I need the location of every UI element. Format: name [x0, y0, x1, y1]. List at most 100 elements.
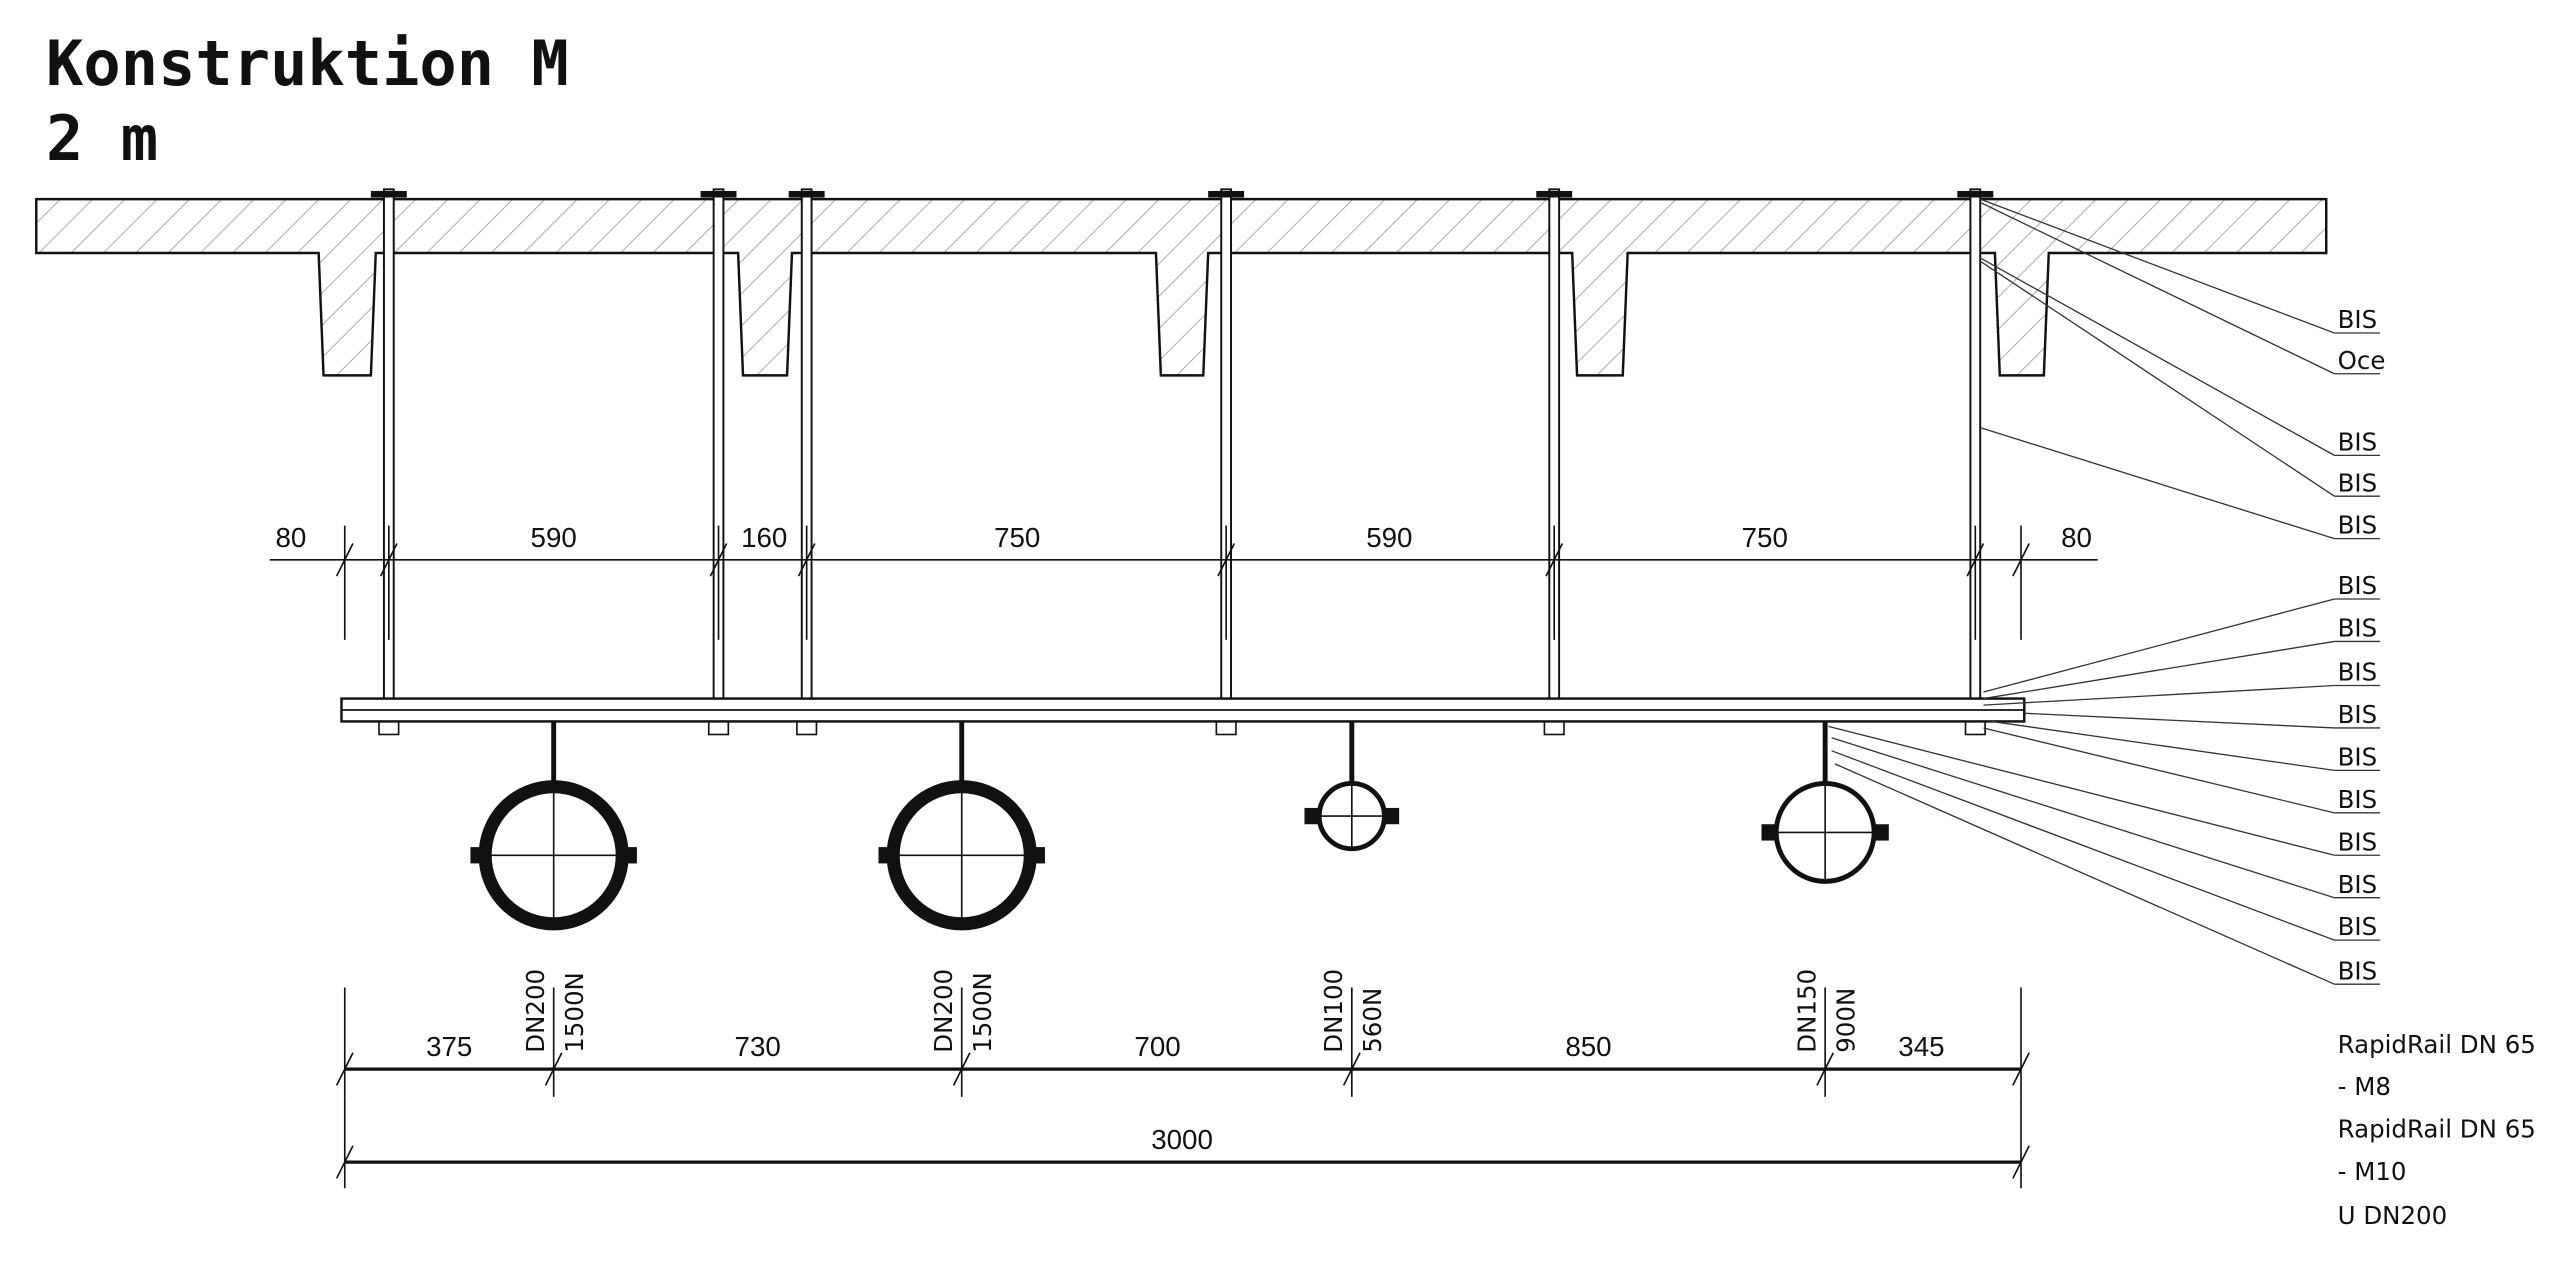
callout-label: Oce: [2338, 346, 2386, 375]
dim-bottom: 700: [1134, 1031, 1180, 1062]
legend-line: - M10: [2338, 1157, 2407, 1186]
dim-tick: [379, 543, 398, 577]
callout-label: BIS: [2338, 785, 2378, 814]
dim-top: 750: [1742, 522, 1788, 553]
dim-bottom: 345: [1898, 1031, 1944, 1062]
dim-tick: [1342, 1052, 1361, 1086]
dim-top: 80: [2061, 522, 2092, 553]
legend-line: - M8: [2338, 1072, 2391, 1101]
dim-top: 590: [1366, 522, 1412, 553]
dim-total: 3000: [1151, 1124, 1213, 1155]
anchor-plate: [1536, 190, 1573, 198]
ceiling-slab: [35, 197, 2328, 377]
dim-tick: [544, 1052, 563, 1086]
callout-label: BIS: [2338, 700, 2378, 729]
legend-line: RapidRail DN 65: [2338, 1030, 2536, 1059]
dim-tick: [2012, 543, 2030, 577]
leader-line: [1980, 427, 2335, 540]
callout-label: BIS: [2338, 658, 2378, 687]
anchor-plate: [700, 190, 737, 198]
leader-line: [1983, 598, 2335, 693]
dim-tick: [797, 543, 816, 577]
dim-tick: [335, 543, 354, 577]
clamp-bolt: [1874, 824, 1889, 841]
dim-tick: [1217, 543, 1236, 577]
callout-label: BIS: [2338, 827, 2378, 856]
dim-bottom: 850: [1565, 1031, 1611, 1062]
pipe-load-label: 1500N: [560, 972, 589, 1053]
callout-label: BIS: [2338, 468, 2378, 497]
dim-top: 590: [531, 522, 577, 553]
nut: [1964, 720, 1986, 736]
nut: [796, 720, 818, 736]
clamp-bolt: [1384, 807, 1400, 825]
dim-tick: [1816, 1052, 1835, 1086]
leader-line: [1979, 260, 2335, 497]
callout-label: BIS: [2338, 742, 2378, 771]
callout-label: BIS: [2338, 614, 2378, 643]
clamp-bolt: [470, 847, 486, 864]
clamp-bolt: [1030, 847, 1045, 864]
dim-top: 80: [275, 522, 306, 553]
leader-line: [1831, 750, 2335, 941]
dim-tick: [1966, 543, 1985, 577]
leader-line: [1979, 257, 2335, 456]
legend: RapidRail DN 65 - M8 RapidRail DN 65 - M…: [2338, 1030, 2536, 1230]
nut: [378, 720, 400, 736]
dim-tick: [335, 1145, 354, 1179]
leader-line: [1834, 763, 2335, 985]
leader-line: [1828, 725, 2335, 856]
pipe-load-label: 560N: [1358, 988, 1387, 1053]
leader-line: [1983, 684, 2335, 706]
anchor-plate: [370, 190, 407, 198]
anchor-plate: [1957, 190, 1994, 198]
callout-label: BIS: [2338, 511, 2378, 540]
callout-label: BIS: [2338, 956, 2378, 985]
leader-line: [1983, 640, 2335, 700]
callout-label: BIS: [2338, 427, 2378, 456]
callout-label: BIS: [2338, 870, 2378, 899]
leader-line: [1979, 198, 2335, 334]
pipe-load-label: 900N: [1832, 988, 1861, 1053]
threaded-rods: [370, 188, 1994, 736]
nut: [707, 720, 730, 736]
leader-line: [1979, 201, 2335, 375]
callout-label: BIS: [2338, 305, 2378, 334]
bottom-dimension-chain: 375 730 700 850 345 3000 DN200 1500N DN2…: [335, 969, 2030, 1189]
leader-line: [1831, 737, 2335, 899]
dim-tick: [2012, 1145, 2030, 1179]
dim-tick: [1545, 543, 1564, 577]
dim-top: 160: [741, 522, 787, 553]
dim-tick: [709, 543, 728, 577]
pipe-dn-label: DN150: [1792, 969, 1821, 1053]
drawing-title: Konstruktion M: [46, 27, 569, 100]
legend-line: RapidRail DN 65: [2338, 1115, 2536, 1144]
dim-tick: [2012, 1052, 2030, 1086]
clamp-bolt: [1761, 824, 1777, 841]
dim-tick: [952, 1052, 971, 1086]
clamp-bolt: [1304, 807, 1320, 825]
leader-line: [1983, 727, 2335, 814]
dim-bottom: 375: [426, 1031, 472, 1062]
anchor-plate: [788, 190, 825, 198]
pipe-dn-label: DN200: [521, 969, 550, 1053]
leader-line: [1991, 720, 2335, 772]
pipe-load-label: 1500N: [968, 972, 997, 1053]
pipe-dn-label: DN200: [929, 969, 958, 1053]
legend-line: U DN200: [2338, 1201, 2448, 1230]
dim-top: 750: [994, 522, 1040, 553]
leader-line: [2024, 712, 2335, 729]
dim-tick: [335, 1052, 354, 1086]
pipe-dn-label: DN100: [1319, 969, 1348, 1053]
pipe-clamps: [470, 721, 1889, 931]
dim-bottom: 730: [735, 1031, 781, 1062]
top-dimension-chain: 80 590 160 750 590 750 80: [269, 522, 2098, 640]
callout-label: BIS: [2338, 912, 2378, 941]
anchor-plate: [1208, 190, 1245, 198]
clamp-bolt: [878, 847, 894, 864]
clamp-bolt: [622, 847, 637, 864]
nut: [1543, 720, 1565, 736]
callout-label: BIS: [2338, 571, 2378, 600]
callout-labels: BISOceBISBISBISBISBISBISBISBISBISBISBISB…: [1828, 198, 2386, 985]
